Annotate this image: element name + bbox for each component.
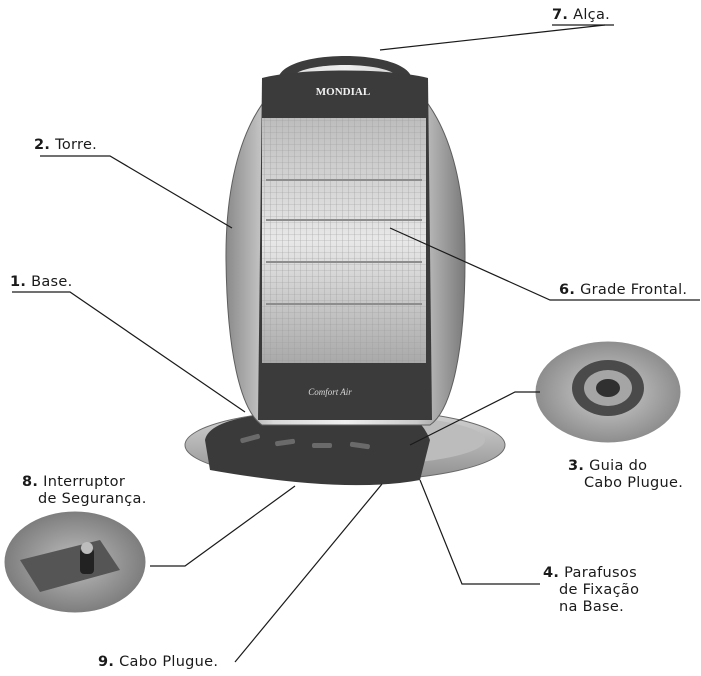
label-2-text: Torre. [55, 137, 98, 153]
inset-cord-guide [532, 338, 684, 446]
label-4-number: 4. [543, 565, 560, 581]
leader-2 [40, 155, 233, 229]
label-1-number: 1. [10, 274, 27, 290]
label-8-number: 8. [22, 474, 39, 490]
leader-3 [409, 391, 540, 446]
leader-9 [234, 483, 383, 663]
label-9-power-cord: 9. Cabo Plugue. [98, 654, 218, 671]
leader-8 [150, 485, 296, 567]
inset-safety-switch [1, 508, 149, 616]
leader-7 [379, 24, 606, 51]
label-6-text: Grade Frontal. [580, 282, 688, 298]
model-badge: Comfort Air [308, 387, 352, 397]
label-1-text: Base. [31, 274, 73, 290]
label-4-line1: Parafusos [564, 565, 637, 581]
label-8-line2: de Segurança. [38, 491, 147, 507]
label-8-line1: Interruptor [43, 474, 126, 490]
leader-1 [12, 291, 246, 413]
label-3-line1: Guia do [589, 458, 648, 474]
label-3-cord-guide: 3. Guia do Cabo Plugue. [568, 458, 683, 492]
label-7-text: Alça. [573, 7, 611, 23]
label-7-handle: 7. Alça. [552, 7, 610, 24]
label-9-number: 9. [98, 654, 115, 670]
label-8-safety-switch: 8. Interruptor de Segurança. [22, 474, 147, 508]
label-3-number: 3. [568, 458, 585, 474]
label-1-base: 1. Base. [10, 274, 73, 291]
label-2-number: 2. [34, 137, 51, 153]
brand-logo: MONDIAL [316, 86, 370, 98]
label-9-text: Cabo Plugue. [119, 654, 219, 670]
label-6-front-grill: 6. Grade Frontal. [559, 282, 687, 299]
label-3-line2: Cabo Plugue. [584, 475, 684, 491]
leader-lines [12, 24, 700, 663]
base-front [205, 412, 430, 486]
label-4-screws: 4. Parafusos de Fixação na Base. [543, 565, 639, 616]
heater-illustration: MONDIAL Comfort Air [184, 56, 506, 486]
handle [278, 56, 412, 80]
leader-6 [389, 227, 700, 301]
label-4-line2: de Fixação [559, 582, 640, 598]
leader-4 [419, 479, 540, 585]
label-6-number: 6. [559, 282, 576, 298]
label-2-tower: 2. Torre. [34, 137, 97, 154]
label-7-number: 7. [552, 7, 569, 23]
label-4-line3: na Base. [559, 599, 625, 615]
